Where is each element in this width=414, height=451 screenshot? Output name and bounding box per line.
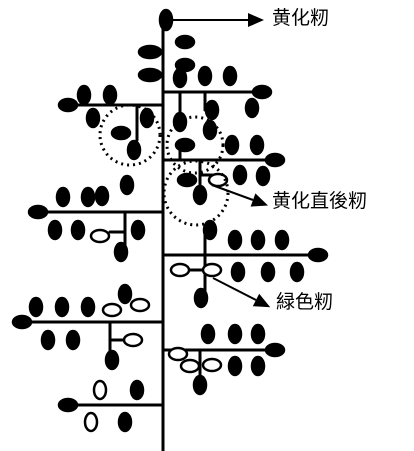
grain-yellow [224, 134, 240, 156]
grain-yellow [47, 219, 63, 241]
grain-green [101, 302, 123, 318]
grain-yellow [40, 329, 56, 351]
grain-yellow [126, 139, 142, 161]
highlight-circle [162, 159, 230, 227]
grain-yellow [119, 174, 135, 196]
grain-yellow [250, 355, 266, 377]
grain-yellow [232, 164, 248, 186]
highlight-circle [98, 103, 162, 167]
panicle-branches [20, 18, 320, 451]
grain-yellow [102, 84, 118, 106]
grain-yellow [174, 137, 196, 153]
grain-yellow [55, 186, 71, 208]
grain-yellow [137, 44, 163, 60]
grain-yellow [28, 296, 44, 318]
grain-yellow [113, 241, 129, 263]
grain-yellow [70, 219, 86, 241]
grain-green [201, 357, 223, 373]
grain-green [169, 262, 191, 278]
grain-green [122, 332, 144, 348]
panicle-grains [11, 8, 329, 433]
label-just-after-yellow-grain: 黄化直後籾 [272, 190, 368, 212]
grain-yellow [222, 65, 238, 87]
arrow-head [250, 193, 269, 207]
grain-green [89, 228, 111, 244]
grain-yellow [117, 411, 133, 433]
grain-yellow [172, 67, 188, 89]
grain-yellow [27, 204, 49, 220]
grain-yellow [80, 186, 96, 208]
grain-yellow [251, 84, 273, 100]
grain-green [207, 172, 229, 188]
grain-yellow [227, 323, 243, 345]
grain-yellow [137, 67, 163, 83]
arrow-shaft [212, 277, 257, 301]
grain-yellow [244, 97, 260, 119]
highlight-circles [98, 103, 230, 227]
grain-yellow [264, 342, 286, 358]
grain-yellow [192, 184, 208, 206]
grain-green [167, 346, 189, 362]
grain-yellow [202, 119, 218, 141]
grain-yellow [307, 247, 329, 263]
grain-green [83, 411, 99, 433]
grain-green [129, 297, 151, 313]
grain-yellow [104, 349, 120, 371]
grain-green [92, 379, 108, 401]
highlight-circle [165, 115, 225, 175]
grain-yellow [227, 355, 243, 377]
grain-yellow [193, 287, 209, 309]
grain-yellow [54, 296, 70, 318]
label-arrows [173, 13, 271, 308]
arrow-shaft [211, 184, 254, 201]
grain-yellow [57, 397, 79, 413]
label-green-grain: 緑色籾 [276, 291, 334, 313]
grain-yellow [130, 219, 146, 241]
grain-yellow [174, 34, 196, 50]
grain-yellow [65, 329, 81, 351]
grain-yellow [158, 8, 174, 32]
grain-yellow [260, 261, 276, 283]
arrow-head [248, 13, 264, 27]
grain-yellow [129, 379, 145, 401]
grain-yellow [176, 172, 198, 188]
grain-yellow [250, 323, 266, 345]
grain-yellow [230, 261, 246, 283]
grain-yellow [57, 97, 79, 113]
grain-yellow [117, 283, 133, 305]
arrow-head [252, 293, 271, 308]
grain-yellow [94, 185, 110, 207]
grain-yellow [85, 107, 101, 129]
grain-yellow [139, 107, 155, 129]
grain-yellow [274, 229, 290, 251]
grain-green [201, 262, 223, 278]
grain-yellow [249, 134, 265, 156]
grain-yellow [11, 314, 33, 330]
grain-yellow [197, 65, 213, 87]
grain-yellow [110, 125, 132, 141]
grain-green [179, 358, 201, 374]
grain-yellow [202, 219, 218, 241]
label-yellow-grain: 黄化籾 [272, 7, 330, 29]
grain-yellow [76, 84, 92, 106]
grain-yellow [250, 229, 266, 251]
grain-yellow [255, 165, 271, 187]
grain-yellow [200, 323, 216, 345]
grain-yellow [192, 374, 208, 396]
grain-yellow [80, 296, 96, 318]
grain-yellow [204, 99, 220, 121]
grain-yellow [289, 261, 305, 283]
grain-yellow [264, 152, 286, 168]
grain-yellow [227, 229, 243, 251]
